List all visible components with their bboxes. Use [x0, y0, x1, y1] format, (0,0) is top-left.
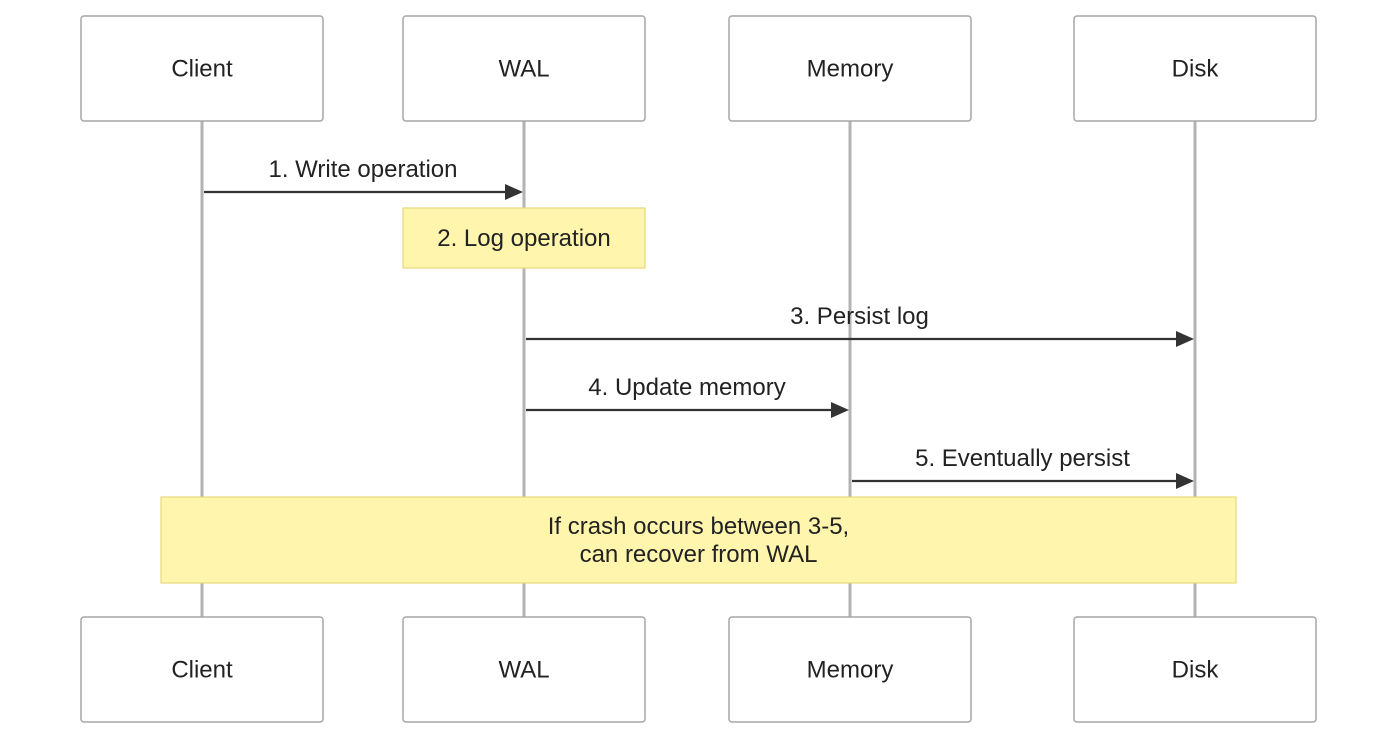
note-1: 2. Log operation — [402, 207, 646, 269]
message-label: 5. Eventually persist — [915, 445, 1130, 472]
notes: 2. Log operation If crash occurs between … — [160, 207, 1237, 584]
participant-label: Memory — [807, 657, 894, 684]
participant-box — [80, 616, 324, 723]
participant-memory-bottom: Memory — [728, 616, 972, 723]
participant-box — [728, 15, 972, 122]
message-label: 4. Update memory — [588, 374, 785, 401]
participant-label: Disk — [1172, 56, 1220, 83]
participants-bottom: Client WAL Memory Disk — [80, 616, 1317, 723]
participant-client-bottom: Client — [80, 616, 324, 723]
note-box — [160, 496, 1237, 584]
note-2: If crash occurs between 3-5,can recover … — [160, 496, 1237, 584]
participant-box — [728, 616, 972, 723]
participants-top: Client WAL Memory Disk — [80, 15, 1317, 122]
message-2: 3. Persist log — [526, 303, 1194, 347]
participant-box — [1073, 616, 1317, 723]
note-text: If crash occurs between 3-5, — [548, 513, 849, 540]
note-box — [402, 207, 646, 269]
arrowhead-icon — [1176, 473, 1194, 489]
participant-label: WAL — [498, 56, 549, 83]
note-text: 2. Log operation — [437, 225, 610, 252]
participant-label: Client — [171, 657, 233, 684]
participant-label: WAL — [498, 657, 549, 684]
participant-wal-top: WAL — [402, 15, 646, 122]
participant-box — [80, 15, 324, 122]
participant-box — [1073, 15, 1317, 122]
message-label: 1. Write operation — [269, 156, 458, 183]
arrowhead-icon — [1176, 331, 1194, 347]
participant-disk-top: Disk — [1073, 15, 1317, 122]
message-label: 3. Persist log — [790, 303, 929, 330]
participant-label: Disk — [1172, 657, 1220, 684]
participant-memory-top: Memory — [728, 15, 972, 122]
participant-label: Memory — [807, 56, 894, 83]
participant-disk-bottom: Disk — [1073, 616, 1317, 723]
participant-wal-bottom: WAL — [402, 616, 646, 723]
arrowhead-icon — [831, 402, 849, 418]
participant-box — [402, 616, 646, 723]
note-text: can recover from WAL — [580, 541, 818, 568]
arrowhead-icon — [505, 184, 523, 200]
message-1: 1. Write operation — [204, 156, 523, 200]
messages: 1. Write operation 3. Persist log 4. Updat… — [204, 156, 1194, 489]
message-4: 5. Eventually persist — [852, 445, 1194, 489]
participant-client-top: Client — [80, 15, 324, 122]
message-3: 4. Update memory — [526, 374, 849, 418]
participant-label: Client — [171, 56, 233, 83]
participant-box — [402, 15, 646, 122]
